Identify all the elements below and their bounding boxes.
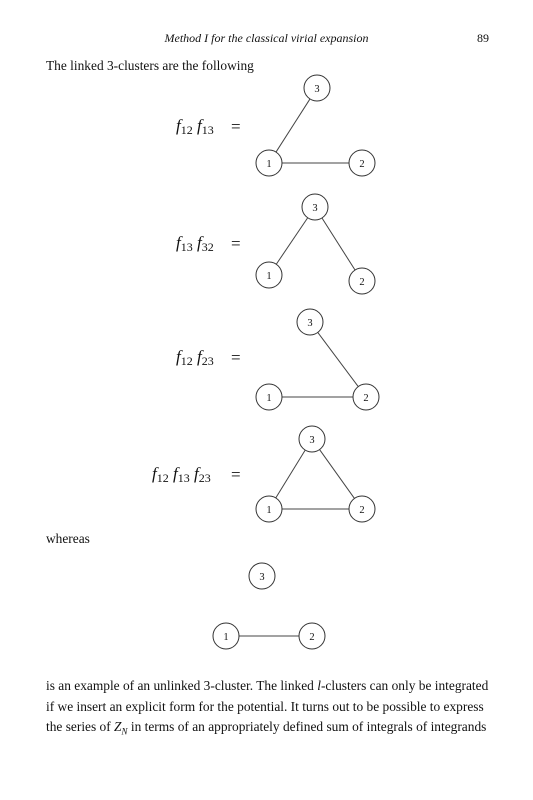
factor: f12 [176, 347, 193, 368]
closing-line-2: if we insert an explicit form for the po… [46, 698, 484, 714]
svg-text:2: 2 [359, 159, 364, 170]
factor: f23 [193, 464, 211, 485]
factor: f12 [176, 116, 193, 137]
svg-text:1: 1 [266, 271, 271, 282]
svg-text:1: 1 [266, 505, 271, 516]
svg-text:3: 3 [259, 572, 264, 583]
factor: f12 [152, 464, 169, 485]
bond-edge [319, 449, 355, 499]
cluster-diagram-3: 1 2 3 [255, 308, 380, 411]
equals-sign: = [231, 465, 241, 484]
svg-text:2: 2 [363, 393, 368, 404]
particle-node-1: 1 [255, 495, 283, 523]
particle-node-2: 2 [298, 622, 326, 650]
bond-edge [321, 217, 356, 271]
particle-node-3: 3 [298, 425, 326, 453]
equals-sign: = [231, 348, 241, 367]
particle-node-1: 1 [212, 622, 240, 650]
factor: f13 [196, 116, 214, 137]
equals-sign: = [231, 234, 241, 253]
bond-edge [275, 217, 309, 265]
particle-node-1: 1 [255, 261, 283, 289]
formula-4: f12 f13 f23 [152, 464, 211, 486]
particle-node-3: 3 [301, 193, 329, 221]
svg-text:3: 3 [312, 203, 317, 214]
equals-sign: = [231, 117, 241, 136]
formula-1: f12 f13 [176, 116, 214, 138]
particle-node-3: 3 [303, 74, 331, 102]
particle-node-2: 2 [352, 383, 380, 411]
running-head: Method I for the classical virial expans… [0, 31, 533, 49]
particle-node-2: 2 [348, 267, 376, 295]
factor: f13 [172, 464, 190, 485]
running-title: Method I for the classical virial expans… [164, 31, 369, 45]
closing-paragraph: is an example of an unlinked 3-cluster. … [46, 676, 492, 742]
bond-edge [317, 332, 359, 387]
cluster-diagram-5: 1 2 3 [212, 562, 326, 650]
page-number: 89 [477, 31, 489, 45]
factor: f32 [196, 233, 214, 254]
closing-line-1: is an example of an unlinked 3-cluster. … [46, 678, 489, 693]
bond-edge [275, 449, 306, 499]
svg-text:2: 2 [359, 505, 364, 516]
svg-text:3: 3 [307, 318, 312, 329]
particle-node-1: 1 [255, 383, 283, 411]
formula-3: f12 f23 [176, 347, 214, 369]
whereas-text: whereas [46, 531, 90, 546]
svg-text:1: 1 [266, 393, 271, 404]
factor: f23 [196, 347, 214, 368]
cluster-diagram-4: 1 2 3 [255, 425, 376, 523]
svg-text:3: 3 [314, 84, 319, 95]
closing-line-3: the series of ZN in terms of an appropri… [46, 719, 487, 737]
particle-node-2: 2 [348, 495, 376, 523]
svg-text:1: 1 [223, 632, 228, 643]
particle-node-3: 3 [248, 562, 276, 590]
formula-2: f13 f32 [176, 233, 214, 255]
intro-sentence: The linked 3-clusters are the following [46, 58, 254, 73]
particle-node-2: 2 [348, 149, 376, 177]
bond-edge [275, 98, 311, 153]
particle-node-3: 3 [296, 308, 324, 336]
cluster-diagram-1: 1 2 3 [255, 74, 376, 177]
svg-text:2: 2 [309, 632, 314, 643]
svg-text:1: 1 [266, 159, 271, 170]
factor: f13 [176, 233, 193, 254]
svg-text:2: 2 [359, 277, 364, 288]
svg-text:3: 3 [309, 435, 314, 446]
particle-node-1: 1 [255, 149, 283, 177]
cluster-diagram-2: 1 2 3 [255, 193, 376, 295]
